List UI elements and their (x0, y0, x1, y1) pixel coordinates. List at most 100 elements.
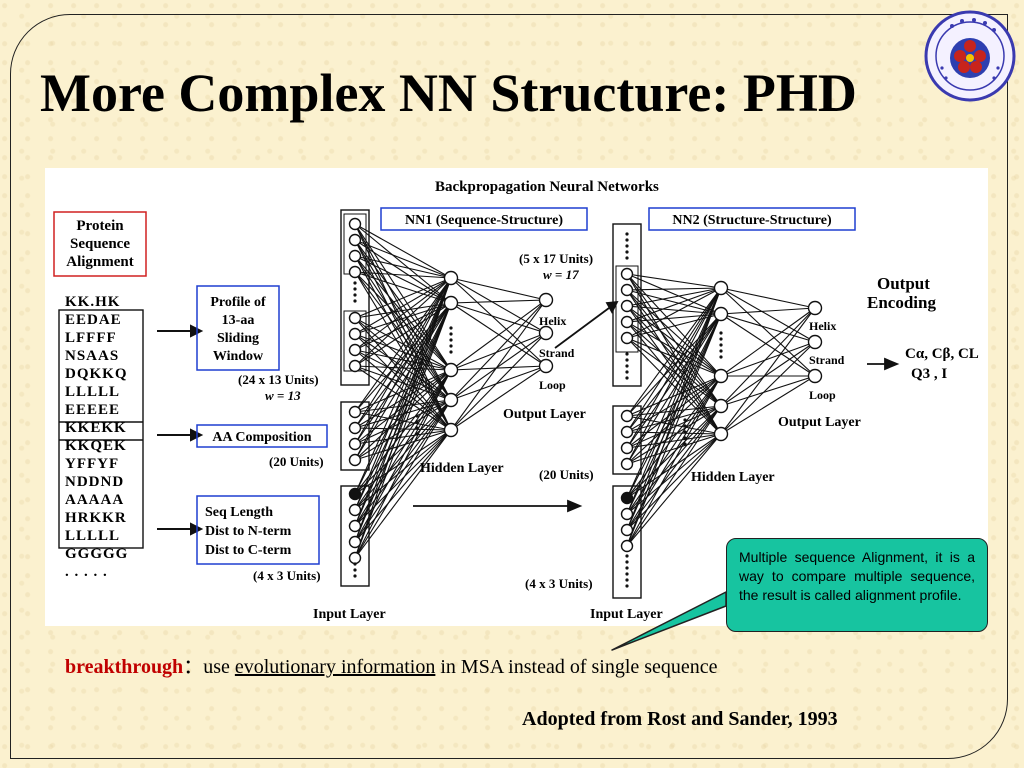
seq-length-box (196, 495, 320, 565)
footnote-keyword: breakthrough (65, 656, 184, 678)
nn1-output-node (538, 325, 554, 341)
nn2-input-node (620, 457, 634, 471)
alignment-rows: KK.HKEEDAELFFFFNSAASDQKKQLLLLLEEEEEKKEKK… (65, 294, 128, 580)
alignment-row: KKEKK (65, 420, 127, 436)
nn1-hidden-node (443, 392, 459, 408)
alignment-label-line-1: Protein (76, 218, 124, 234)
nn1-hidden-node (443, 362, 459, 378)
w17-label: w = 17 (543, 267, 579, 282)
nn1-input-node (348, 535, 362, 549)
nn2-input-node (620, 299, 634, 313)
footnote-part-1: use (203, 656, 235, 678)
nn1-input-ellipsis (353, 281, 357, 285)
nn2-input-ellipsis (625, 578, 629, 582)
profile-window-line-4: Window (213, 349, 264, 364)
seq-length-line-1: Seq Length (205, 505, 273, 520)
profile-window-line-3: Sliding (217, 331, 259, 346)
output-encoding-values-1: Cα, Cβ, CL (905, 346, 979, 362)
nn1-label: NN1 (Sequence-Structure) (405, 213, 563, 228)
nn1-input-ellipsis (353, 574, 357, 578)
alignment-row: EEEEE (65, 402, 120, 418)
nn1-input-node (348, 311, 362, 325)
nn1-input-node (348, 405, 362, 419)
nn1-input-node (348, 359, 362, 373)
nn1-input-ellipsis (353, 293, 357, 297)
nn1-input-nodes (348, 217, 362, 578)
nn1-hidden-node (443, 422, 459, 438)
nn2-input-column (612, 223, 642, 387)
profile-window-box (196, 285, 280, 371)
nn1-input-node (348, 327, 362, 341)
nn2-input-node (620, 267, 634, 281)
nn2-hidden-ellipsis (683, 442, 687, 446)
nn2-input-node (620, 425, 634, 439)
nn2-input-node (620, 409, 634, 423)
nn2-label: NN2 (Structure-Structure) (672, 213, 832, 228)
nn2-output-nodes (807, 300, 823, 384)
nn2-input-ellipsis (625, 566, 629, 570)
profile-window-line-1: Profile of (210, 295, 266, 310)
nn1-output-node (538, 292, 554, 308)
alignment-row: LFFFF (65, 330, 117, 346)
nn1-aa-column (340, 401, 370, 471)
alignment-label-line-2: Sequence (70, 236, 130, 252)
nn1-input-node (348, 437, 362, 451)
output-layer-label-right: Output Layer (778, 415, 861, 430)
units-24x13-label: (24 x 13 Units) (238, 372, 319, 387)
units-20-label-right: (20 Units) (539, 467, 594, 482)
nn1-input-ellipsis (353, 287, 357, 291)
nn1-output-nodes (538, 292, 554, 374)
helix-label-nn1: Helix (539, 314, 566, 328)
nn2-hidden-node (713, 280, 729, 296)
nn2-input-node (620, 331, 634, 345)
nn2-hidden-ellipsis (683, 430, 687, 434)
output-encoding-line-1: Output (877, 274, 930, 293)
units-4x3-label-right: (4 x 3 Units) (525, 576, 593, 591)
units-20-label-left: (20 Units) (269, 454, 324, 469)
nn2-hidden-ellipsis (719, 331, 723, 335)
nn2-input-node (620, 283, 634, 297)
nn2-output-node (807, 334, 823, 350)
alignment-row: KK.HK (65, 294, 120, 310)
alignment-label-box (53, 211, 147, 277)
nn1-input-node (348, 487, 362, 501)
nn1-input-column (340, 209, 370, 386)
nn1-input-node (348, 503, 362, 517)
nn1-hidden-node (443, 295, 459, 311)
strand-label-nn1: Strand (539, 346, 575, 360)
footnote-part-2: in MSA instead of single sequence (435, 656, 718, 678)
nn1-hidden-ellipsis (415, 426, 419, 430)
nn2-input-ellipsis (625, 232, 629, 236)
nn1-label-box (380, 207, 588, 231)
nn2-output-node (807, 300, 823, 316)
nn1-seq-column (340, 485, 370, 587)
footnote-line: breakthrough：use evolutionary informatio… (65, 650, 718, 679)
hidden-layer-label-left: Hidden Layer (420, 461, 504, 476)
nn2-input-ellipsis (625, 238, 629, 242)
slide-title: More Complex NN Structure: PHD (40, 63, 857, 123)
alignment-row: KKQEK (65, 438, 127, 454)
slide-frame (10, 14, 1008, 759)
source-credit: Adopted from Rost and Sander, 1993 (522, 708, 838, 730)
nn2-input-ellipsis (625, 572, 629, 576)
msa-callout: Multiple sequence Alignment, it is a way… (726, 538, 988, 632)
seq-length-line-3: Dist to C-term (205, 543, 292, 558)
nn2-hidden-ellipsis (683, 424, 687, 428)
helix-label-nn2: Helix (809, 319, 836, 333)
alignment-row: GGGGG (65, 546, 128, 562)
nn2-input-nodes (620, 232, 634, 588)
university-seal-icon (924, 10, 1016, 102)
nn2-input-ellipsis (625, 584, 629, 588)
alignment-window-bracket (58, 309, 144, 549)
alignment-row: LLLLL (65, 528, 120, 544)
nn1-hidden-node (443, 270, 459, 286)
strand-label-nn2: Strand (809, 353, 845, 367)
aa-composition-label: AA Composition (212, 430, 311, 445)
nn1-input-node (348, 551, 362, 565)
alignment-row: DQKKQ (65, 366, 128, 382)
output-encoding-values-2: Q3 , I (911, 366, 947, 382)
nn2-input-ellipsis (625, 370, 629, 374)
nn2-input-ellipsis (625, 244, 629, 248)
nn2-hidden-ellipsis (719, 349, 723, 353)
nn2-input-node (620, 491, 634, 505)
